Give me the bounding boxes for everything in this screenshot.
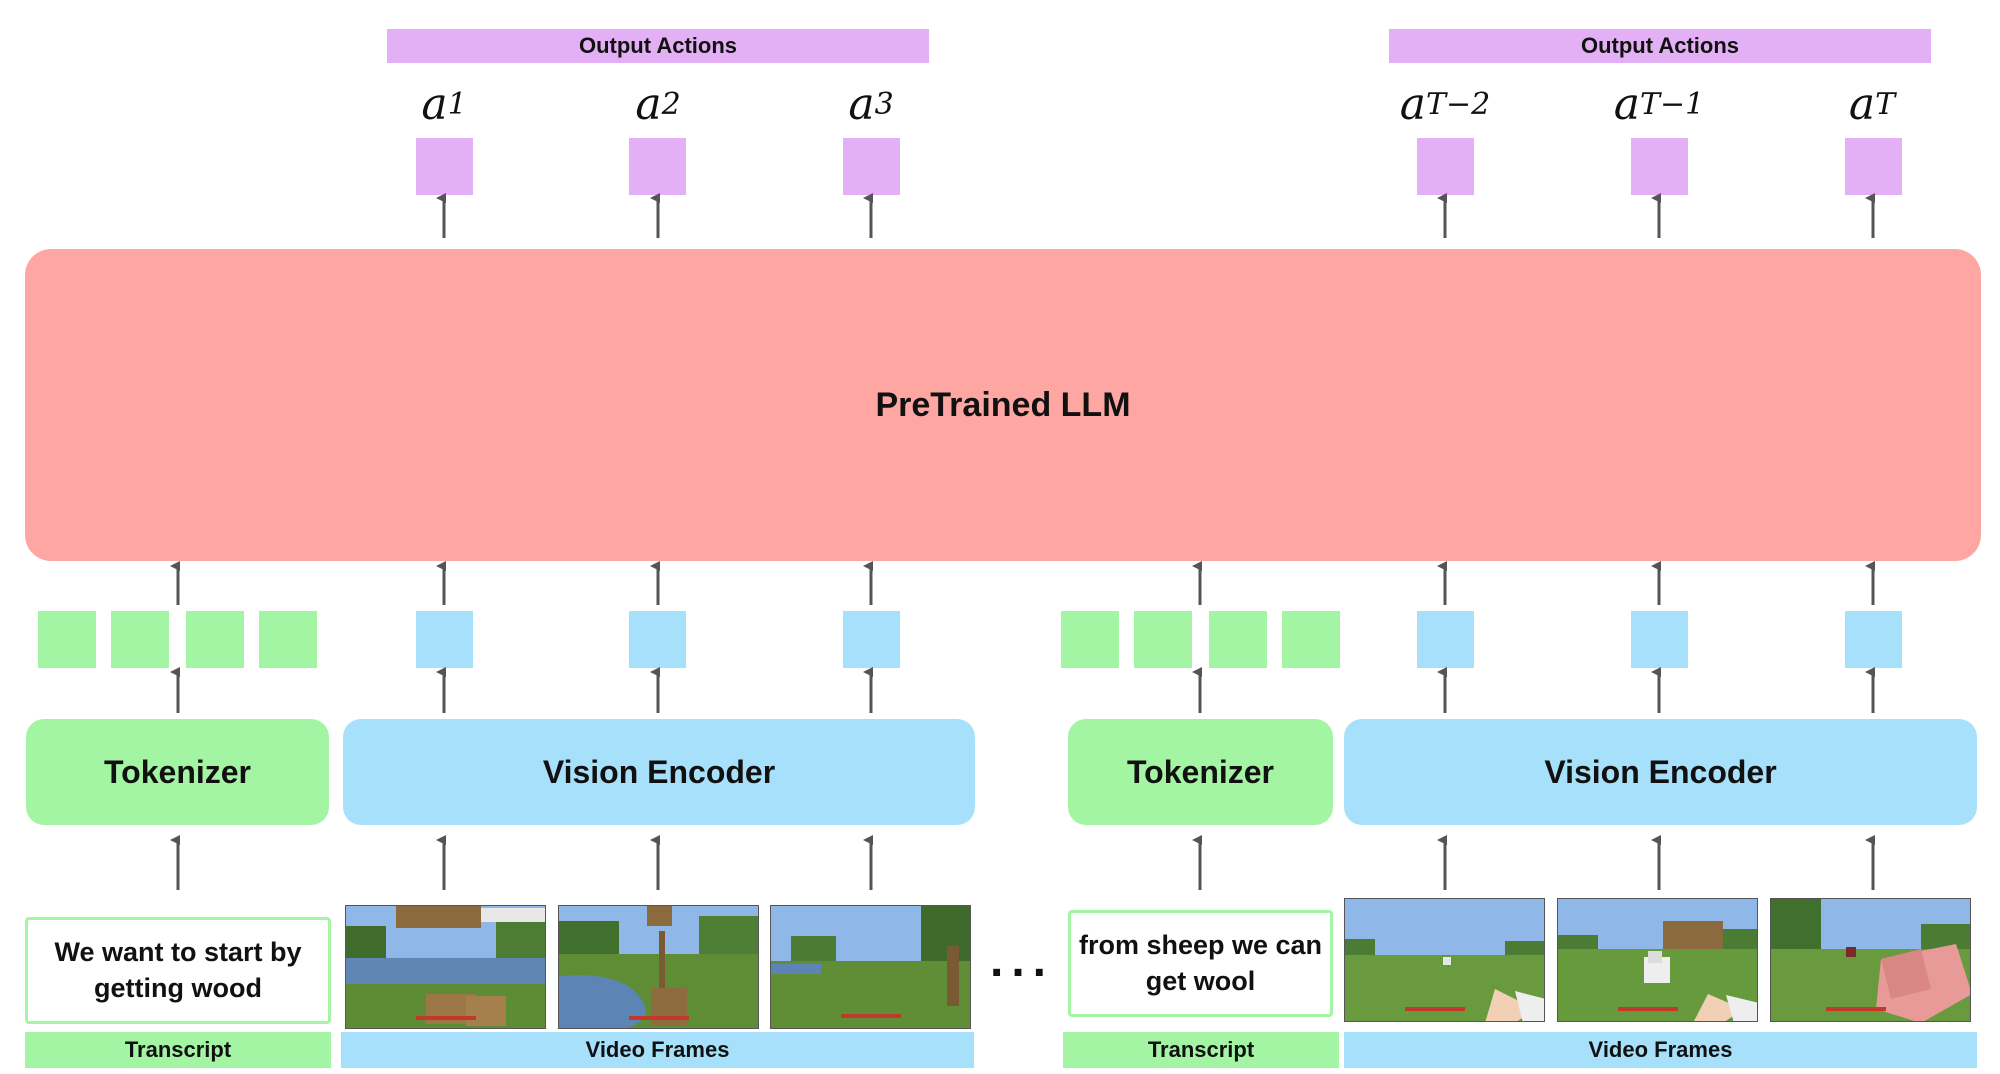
action-sub: 2 — [661, 86, 681, 122]
vision-token — [1417, 611, 1474, 668]
ellipsis: ... — [989, 933, 1054, 987]
vision-token — [416, 611, 473, 668]
action-base: a — [421, 78, 448, 130]
output-actions-label-right: Output Actions — [1389, 29, 1931, 63]
vision-encoder-block-right: Vision Encoder — [1344, 719, 1977, 825]
action-sub: T−1 — [1640, 86, 1705, 122]
video-frames-label-right: Video Frames — [1344, 1032, 1977, 1068]
transcript-text-right: from sheep we can get wool — [1068, 910, 1333, 1017]
minecraft-frame-image — [1345, 899, 1544, 1021]
text-token — [38, 611, 96, 668]
transcript-label-right: Transcript — [1063, 1032, 1339, 1068]
minecraft-frame-image — [346, 906, 545, 1028]
video-frame-wood-2 — [558, 905, 759, 1029]
text-token — [1061, 611, 1119, 668]
text-token — [186, 611, 244, 668]
text-token — [259, 611, 317, 668]
action-base: a — [1848, 78, 1876, 130]
output-actions-label-left: Output Actions — [387, 29, 929, 63]
action-token-a2 — [629, 138, 686, 195]
minecraft-frame-image — [559, 906, 758, 1028]
action-token-aT-1 — [1631, 138, 1688, 195]
action-sub: 1 — [447, 86, 467, 122]
vision-encoder-block-left: Vision Encoder — [343, 719, 975, 825]
minecraft-frame-image — [1558, 899, 1757, 1021]
action-sub: T−2 — [1426, 86, 1491, 122]
minecraft-frame-image — [1771, 899, 1970, 1021]
transcript-text-left: We want to start by getting wood — [25, 917, 331, 1024]
text-token — [1209, 611, 1267, 668]
video-frame-wool-3 — [1770, 898, 1971, 1022]
video-frame-wood-3 — [770, 905, 971, 1029]
vision-token — [1845, 611, 1902, 668]
tokenizer-block-left: Tokenizer — [26, 719, 329, 825]
video-frame-wool-1 — [1344, 898, 1545, 1022]
action-base: a — [1399, 78, 1426, 130]
tokenizer-block-right: Tokenizer — [1068, 719, 1333, 825]
action-token-a3 — [843, 138, 900, 195]
vision-token — [843, 611, 900, 668]
text-token — [1134, 611, 1192, 668]
video-frame-wool-2 — [1557, 898, 1758, 1022]
video-frames-label-left: Video Frames — [341, 1032, 974, 1068]
text-token — [1282, 611, 1340, 668]
vision-token — [629, 611, 686, 668]
video-frame-wood-1 — [345, 905, 546, 1029]
pretrained-llm-block: PreTrained LLM — [25, 249, 1981, 561]
action-sub: 3 — [874, 86, 894, 122]
action-base: a — [1613, 78, 1640, 130]
vision-token — [1631, 611, 1688, 668]
action-sub: T — [1875, 86, 1896, 122]
minecraft-frame-image — [771, 906, 970, 1028]
action-base: a — [635, 78, 662, 130]
action-base: a — [848, 78, 875, 130]
transcript-label-left: Transcript — [25, 1032, 331, 1068]
action-token-a1 — [416, 138, 473, 195]
text-token — [111, 611, 169, 668]
action-token-aT-2 — [1417, 138, 1474, 195]
action-token-aT — [1845, 138, 1902, 195]
